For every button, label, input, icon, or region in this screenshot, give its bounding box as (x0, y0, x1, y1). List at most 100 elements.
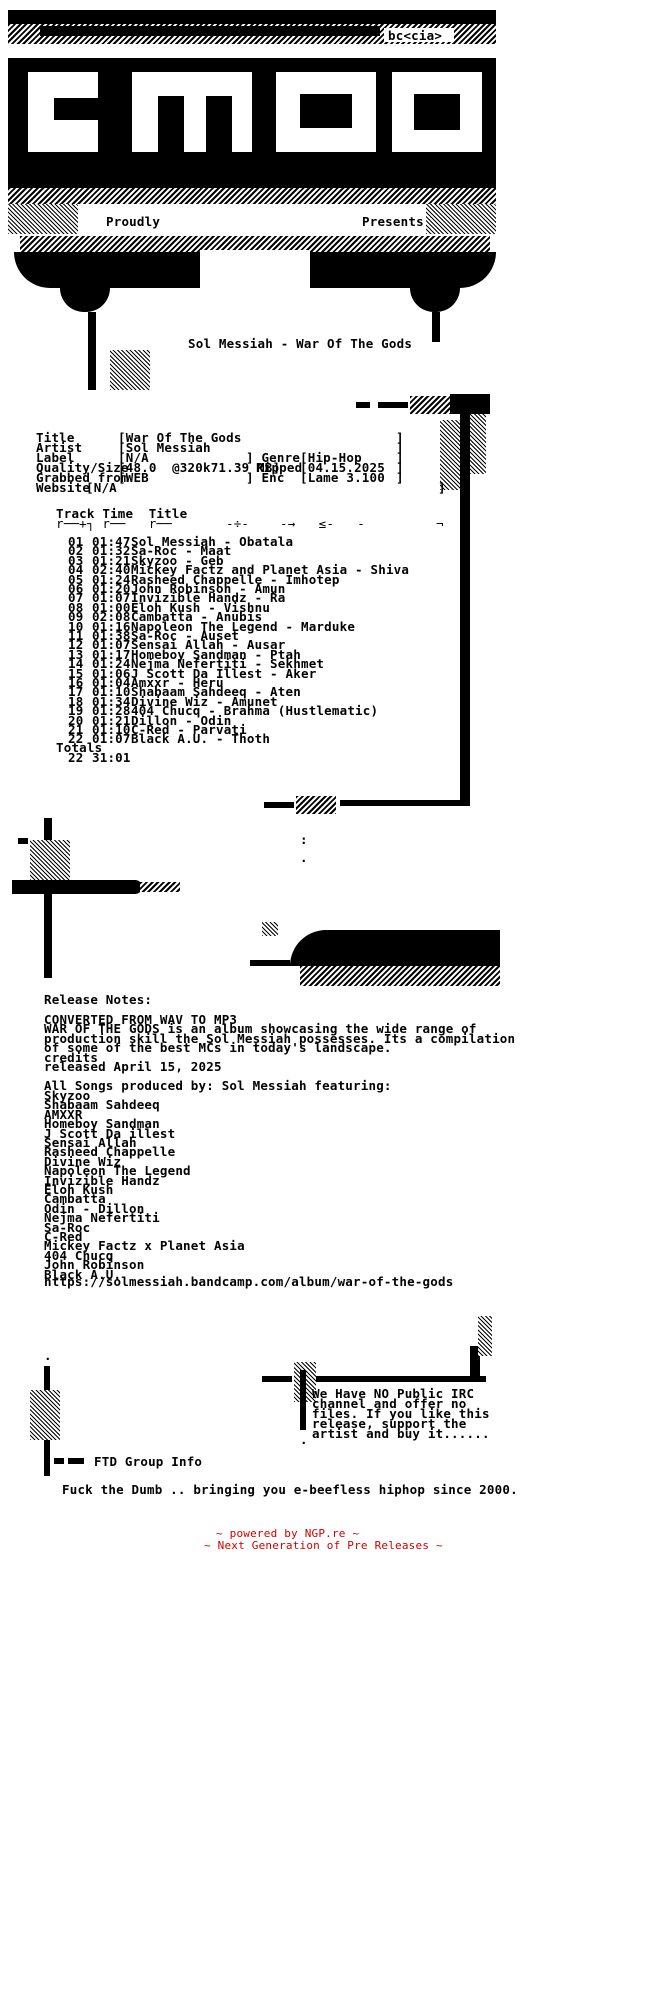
track-number: 14 (68, 656, 84, 672)
dot-ornament-3: . (44, 1348, 52, 1363)
track-title: J Scott Da Illest - Aker (131, 665, 317, 681)
track-number: 13 (68, 646, 84, 662)
presents-text: Presents (362, 214, 424, 229)
track-number: 12 (68, 637, 84, 653)
notes-heading: Release Notes: (44, 992, 153, 1007)
artist-value: [Sol Messiah (118, 440, 211, 455)
tracklist-header-rule: r──+┐ r── r── -÷- -→ ≤- - (56, 516, 366, 531)
track-number: 01 (68, 534, 84, 549)
credit-name: AMXXR (44, 1106, 83, 1122)
artist-tag: bc<cia> (388, 28, 443, 43)
track-title: 404 Chucq - Brahma (Hustlematic) (131, 703, 379, 719)
dot-ornament-5: . (300, 1432, 308, 1447)
track-title: Eloh Kush - Vishnu (131, 599, 271, 615)
track-time: 01:47 (92, 534, 131, 549)
irc-line: release, support the (312, 1416, 467, 1431)
track-title: Amxxr - Heru (131, 675, 224, 690)
label-label: Label (36, 450, 75, 465)
track-title: Mickey Factz and Planet Asia - Shiva (131, 562, 410, 578)
track-number: 07 (68, 590, 84, 606)
track-title: Napoleon The Legend - Marduke (131, 618, 356, 634)
genre-label: ] Genre (246, 450, 301, 465)
credit-name: 404 Chucq (44, 1247, 114, 1263)
track-title: C-Red - Parvati (131, 722, 247, 737)
ripped-bracket-end: ] (396, 460, 404, 475)
credit-name: Sa-Roc (44, 1219, 91, 1235)
track-number: 17 (68, 684, 84, 700)
title-bracket-end: ] (396, 430, 404, 445)
credit-name: Napoleon The Legend (44, 1163, 191, 1179)
powered-by[interactable]: ~ powered by NGP.re ~ (216, 1527, 360, 1540)
track-time: 01:24 (92, 571, 131, 587)
credit-name: John Robinson (44, 1257, 145, 1273)
track-time: 01:28 (92, 703, 131, 719)
website-bracket-end: ] (438, 480, 446, 495)
track-time: 01:04 (92, 675, 131, 690)
track-number: 03 (68, 552, 84, 568)
track-time: 01:21 (92, 552, 131, 568)
track-number: 19 (68, 703, 84, 719)
credits-heading: All Songs produced by: Sol Messiah featu… (44, 1078, 392, 1093)
track-number: 08 (68, 599, 84, 615)
track-time: 01:32 (92, 543, 131, 559)
track-title: Sa-Roc - Maat (131, 543, 232, 559)
credit-name: Eloh Kush (44, 1182, 114, 1197)
notes-line: CONVERTED FROM WAV TO MP3 (44, 1012, 238, 1027)
track-title: Sensai Allah - Ausar (131, 637, 286, 653)
irc-line: We Have NO Public IRC (312, 1386, 475, 1401)
bandcamp-link[interactable]: https://solmessiah.bandcamp.com/album/wa… (44, 1274, 454, 1289)
genre-value: [Hip-Hop (300, 450, 362, 465)
quality-label: Quality/Size (36, 460, 129, 475)
track-time: 02:40 (92, 562, 131, 578)
totals-label: Totals (56, 740, 103, 755)
irc-line: channel and offer no (312, 1396, 467, 1411)
credit-name: Rasheed Chappelle (44, 1144, 176, 1160)
notes-line: credits (44, 1049, 99, 1065)
track-title: Rasheed Chappelle - Imhotep (131, 571, 340, 587)
title-label: Title (36, 430, 75, 445)
enc-bracket-end: ] (396, 470, 404, 485)
artist-label: Artist (36, 440, 83, 455)
ripped-value: [04.15.2025 (300, 460, 385, 475)
next-gen: ~ Next Generation of Pre Releases ~ (204, 1539, 443, 1552)
track-time: 01:07 (92, 731, 131, 747)
credit-name: C-Red (44, 1229, 83, 1244)
track-number: 09 (68, 609, 84, 625)
track-title: Divine Wiz - Amunet (131, 693, 278, 709)
website-label: Website (36, 480, 91, 495)
track-time: 01:24 (92, 656, 131, 672)
website-value: [N/A (86, 480, 117, 495)
track-number: 05 (68, 571, 84, 587)
track-time: 01:16 (92, 618, 131, 634)
credit-name: Homeboy Sandman (44, 1116, 160, 1132)
quality-value: [48.0 @320k71.39 MB] (118, 460, 281, 475)
track-number: 21 (68, 722, 84, 737)
totals-time: 31:01 (92, 750, 131, 765)
release-title: Sol Messiah - War Of The Gods (188, 336, 413, 351)
track-number: 02 (68, 543, 84, 559)
track-time: 01:34 (92, 693, 131, 709)
totals-count: 22 (68, 750, 84, 765)
credit-name: Sensai Allah (44, 1135, 137, 1150)
track-number: 20 (68, 712, 84, 728)
credit-name: Mickey Factz x Planet Asia (44, 1238, 245, 1254)
track-title: Skyzoo - Geb (131, 552, 224, 568)
tracklist-header: Track Time Title (56, 506, 188, 521)
enc-value: [Lame 3.100 (300, 470, 385, 485)
track-number: 15 (68, 665, 84, 681)
credit-name: Cambatta (44, 1191, 106, 1207)
track-title: John Robinson - Amun (131, 581, 286, 596)
grabbed-label: Grabbed from (36, 470, 129, 485)
dot-ornament-1: : (300, 832, 308, 847)
irc-line: files. If you like this (312, 1406, 490, 1421)
track-time: 01:07 (92, 637, 131, 653)
track-title: Black A.U. - Thoth (131, 731, 271, 747)
group-info: FTD Group Info (94, 1454, 203, 1469)
track-number: 04 (68, 562, 84, 578)
track-time: 01:20 (92, 581, 131, 596)
track-time: 01:00 (92, 599, 131, 615)
genre-bracket-end: ] (396, 450, 404, 465)
credit-name: J Scott Da illest (44, 1125, 176, 1141)
credit-name: Divine Wiz (44, 1153, 122, 1169)
